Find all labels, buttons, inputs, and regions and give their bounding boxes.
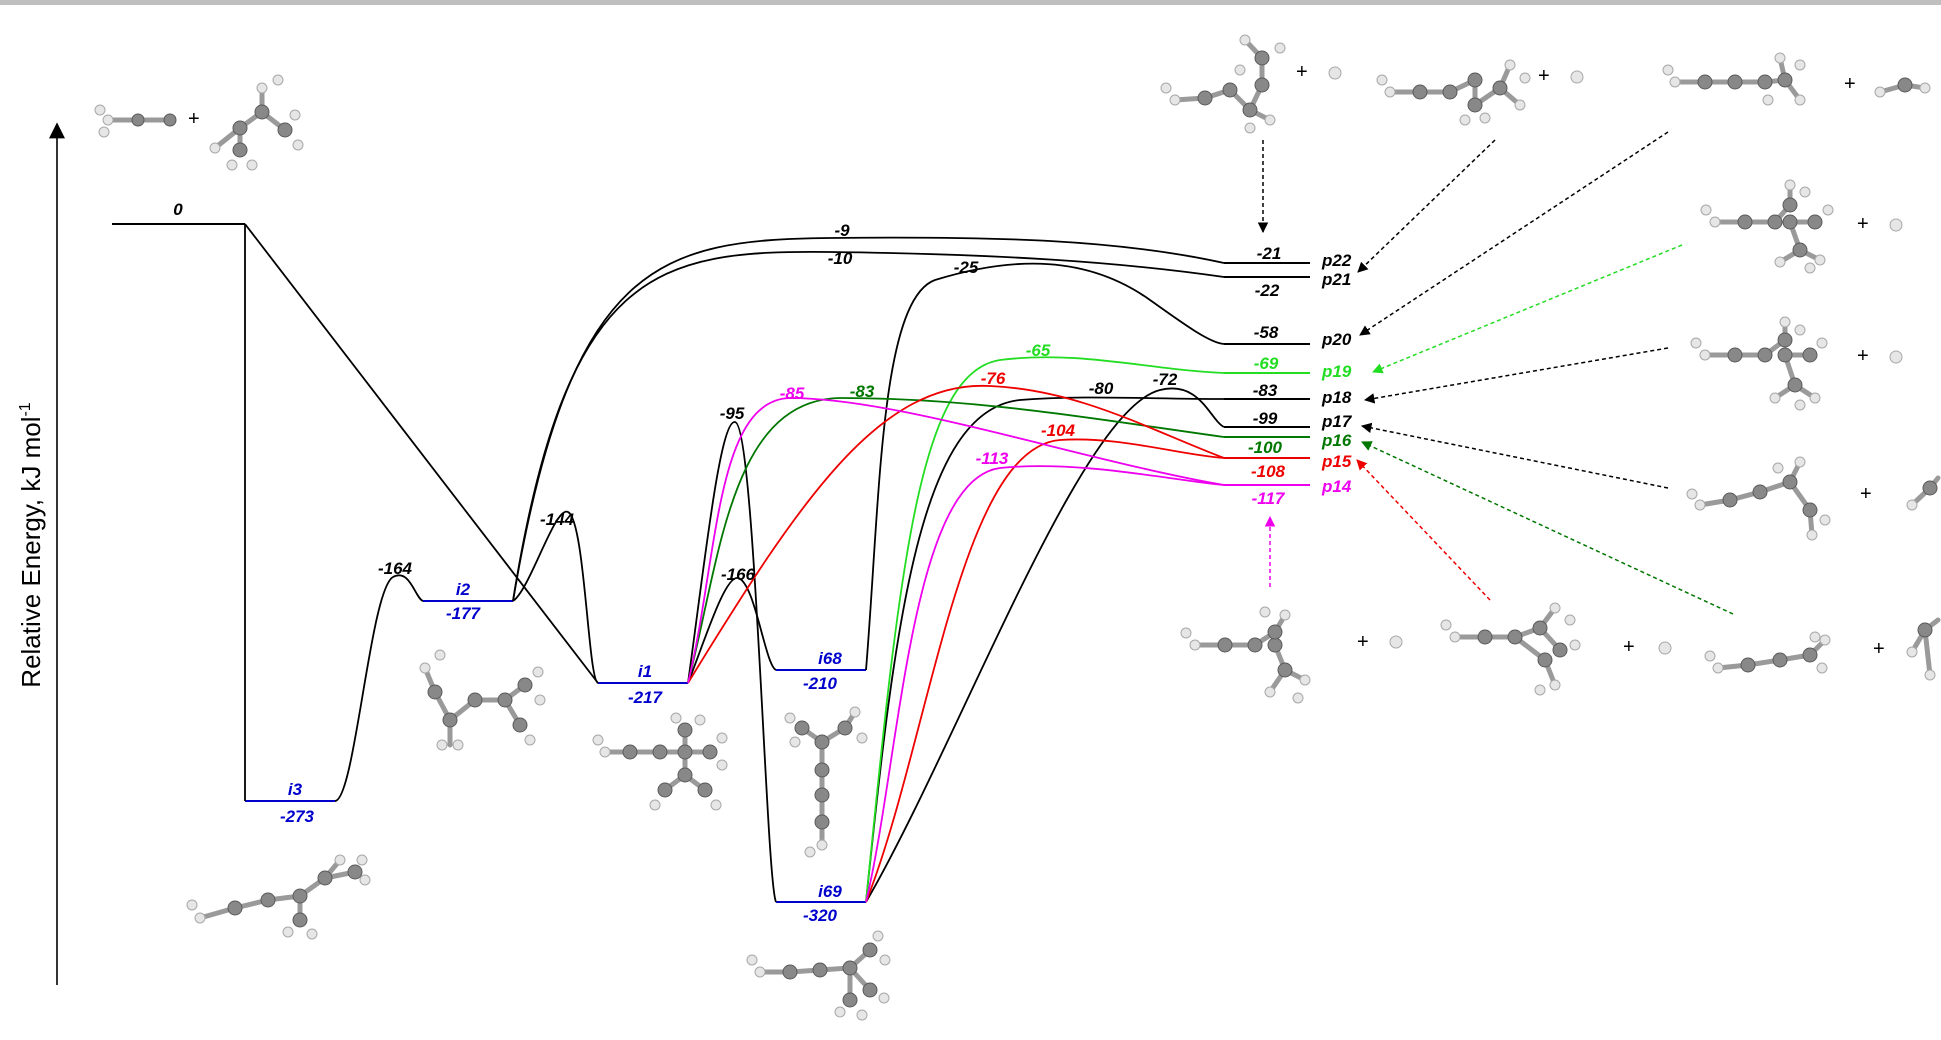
path-i69-p14 (865, 465, 1225, 903)
path-i69-p15 (865, 438, 1225, 903)
energy-p15: -108 (1251, 462, 1286, 481)
path-i1-i68 (687, 577, 777, 684)
path-i69-p18 (865, 396, 1225, 903)
path-i69-p17 (865, 387, 1225, 903)
arrow-p18 (1363, 347, 1669, 404)
ts-166: -166 (721, 565, 756, 584)
path-i2-p22 (512, 236, 1225, 602)
name-p15: p15 (1321, 452, 1352, 471)
plus-p17: + (1860, 483, 1872, 505)
name-p20: p20 (1321, 330, 1352, 349)
ts-65: -65 (1026, 341, 1051, 360)
plus-p16: + (1873, 638, 1885, 660)
path-reactants-i1 (244, 223, 599, 684)
path-i1-p15 (687, 385, 1225, 684)
name-p18: p18 (1321, 388, 1352, 407)
energy-i1: -217 (628, 688, 664, 707)
name-i2: i2 (456, 580, 471, 599)
plus-p18: + (1857, 345, 1869, 367)
hydrogen-atoms (94, 34, 1936, 1021)
energy-i2: -177 (446, 604, 482, 623)
plus-p15: + (1623, 636, 1635, 658)
ts-95: -95 (720, 404, 745, 423)
arrow-p17 (1360, 422, 1669, 489)
plus-p14: + (1357, 631, 1369, 653)
path-i68-p20 (865, 262, 1225, 671)
name-p14: p14 (1321, 477, 1352, 496)
top-border (0, 0, 1941, 5)
path-i1-p16 (687, 397, 1225, 684)
y-axis-title: Relative Energy, kJ mol-1 (16, 402, 46, 688)
lone-hydrogen-atoms (1328, 66, 1903, 655)
arrow-p20 (1359, 131, 1669, 336)
name-p19: p19 (1321, 362, 1352, 381)
energy-p18: -83 (1253, 381, 1278, 400)
ts-10: -10 (828, 249, 853, 268)
plus-p22: + (1296, 61, 1308, 83)
ts-83: -83 (850, 382, 875, 401)
carbon-atoms (131, 50, 1938, 1008)
molecule-structures (105, 37, 1941, 1003)
molecule-reactant-alkane (212, 85, 288, 153)
ts-113: -113 (976, 449, 1009, 468)
energy-p14: -117 (1252, 489, 1286, 508)
energy-p21: -22 (1255, 281, 1280, 300)
plus-p21: + (1538, 65, 1550, 87)
ts-144: -144 (540, 510, 575, 529)
molecule-i3 (197, 857, 358, 923)
energy-i3: -273 (280, 807, 315, 826)
arrow-p19 (1372, 244, 1683, 374)
path-i1-i69-ts95 (687, 421, 777, 903)
path-i2-p21 (512, 250, 1225, 602)
plus-p19: + (1857, 213, 1869, 235)
ts-164: -164 (378, 559, 413, 578)
plus-signs: + + + + + + + + + + (188, 61, 1885, 660)
energy-i68: -210 (803, 674, 838, 693)
molecule-i1 (602, 727, 713, 793)
ts-104: -104 (1041, 421, 1076, 440)
energy-p17: -99 (1253, 409, 1278, 428)
molecule-p14 (1192, 612, 1308, 695)
arrow-p21 (1357, 139, 1496, 273)
ts-9: -9 (834, 221, 850, 240)
energy-p22: -21 (1257, 244, 1282, 263)
level-labels: 0 i3 -273 i2 -177 i1 -217 i68 -210 i69 -… (173, 200, 1353, 925)
energy-i69: -320 (803, 906, 838, 925)
name-i69: i69 (818, 882, 842, 901)
name-p21: p21 (1321, 270, 1351, 289)
arrow-p15 (1356, 459, 1491, 601)
plus-reactants: + (188, 108, 200, 130)
ts-80: -80 (1089, 379, 1114, 398)
name-p22: p22 (1321, 251, 1352, 270)
arrow-p16 (1361, 441, 1734, 615)
path-i2-i1 (512, 511, 599, 684)
path-i69-p19 (865, 356, 1225, 903)
name-i3: i3 (288, 780, 303, 799)
energy-reactants: 0 (173, 200, 183, 219)
energy-p16: -100 (1248, 438, 1283, 457)
ts-25: -25 (954, 258, 979, 277)
name-p16: p16 (1321, 431, 1352, 450)
energy-p20: -58 (1254, 323, 1279, 342)
ts-76: -76 (981, 369, 1006, 388)
path-i1-p14 (687, 397, 1225, 684)
dashed-arrows (1257, 131, 1734, 615)
name-i1: i1 (638, 662, 652, 681)
name-i68: i68 (818, 649, 842, 668)
ts-85: -85 (780, 384, 805, 403)
path-i3-i2 (334, 574, 424, 802)
plus-p20: + (1844, 73, 1856, 95)
name-p17: p17 (1321, 412, 1353, 431)
energy-levels (112, 223, 1310, 903)
reaction-paths (244, 223, 1225, 903)
ts-72: -72 (1153, 370, 1178, 389)
molecule-p17 (1697, 459, 1815, 538)
energy-p19: -69 (1254, 354, 1279, 373)
molecule-p15 (1452, 605, 1563, 688)
